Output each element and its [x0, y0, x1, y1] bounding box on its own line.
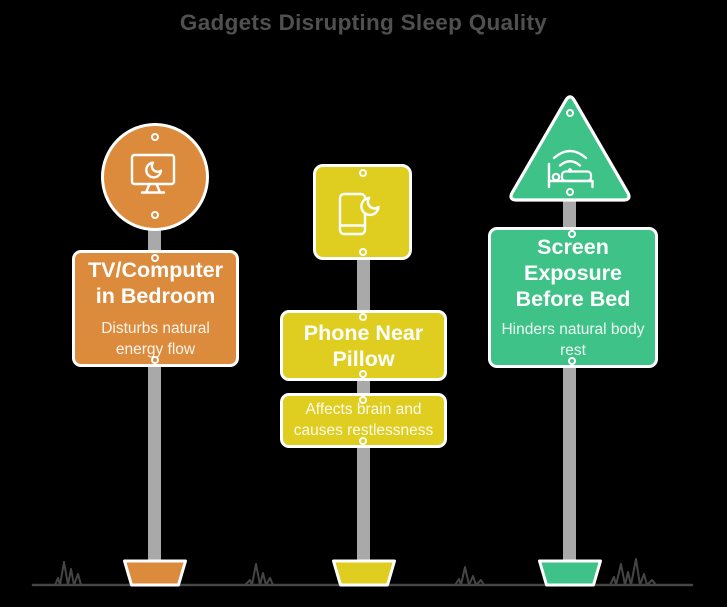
screw-icon: [151, 254, 159, 262]
screw-icon: [359, 437, 367, 445]
screw-icon: [151, 133, 159, 141]
screw-icon: [566, 109, 574, 117]
sign-description: Disturbs natural energy flow: [101, 320, 210, 358]
grass-tuft-icon: [244, 563, 274, 586]
square-topper: [313, 164, 412, 260]
sign-tv-computer: TV/Computer in Bedroom Disturbs natural …: [72, 250, 239, 367]
screw-icon: [151, 356, 159, 364]
grass-tuft-icon: [609, 558, 657, 586]
screw-icon: [359, 370, 367, 378]
sign-description: Hinders natural body rest: [501, 321, 645, 359]
sign-title: Phone Near Pillow: [303, 320, 424, 371]
sign-screen-exposure: Screen Exposure Before Bed Hinders natur…: [488, 227, 658, 368]
screw-icon: [151, 211, 159, 219]
page-title: Gadgets Disrupting Sleep Quality: [179, 10, 548, 35]
sign-phone-near-pillow: Phone Near Pillow: [280, 310, 447, 381]
screw-icon: [359, 396, 367, 404]
grass-tuft-icon: [454, 566, 485, 586]
sign-description: Affects brain and causes restlessness: [293, 401, 434, 439]
screw-icon: [566, 188, 574, 196]
screw-icon: [568, 230, 576, 238]
screw-icon: [359, 169, 367, 177]
screw-icon: [359, 248, 367, 256]
screw-icon: [568, 357, 576, 365]
sign-title: Screen Exposure Before Bed: [515, 235, 631, 311]
sign-title: TV/Computer in Bedroom: [88, 258, 223, 308]
grass-tuft-icon: [47, 561, 89, 586]
monitor-moon-icon: [130, 153, 176, 194]
phone-moon-icon: [338, 192, 380, 236]
screw-icon: [359, 313, 367, 321]
